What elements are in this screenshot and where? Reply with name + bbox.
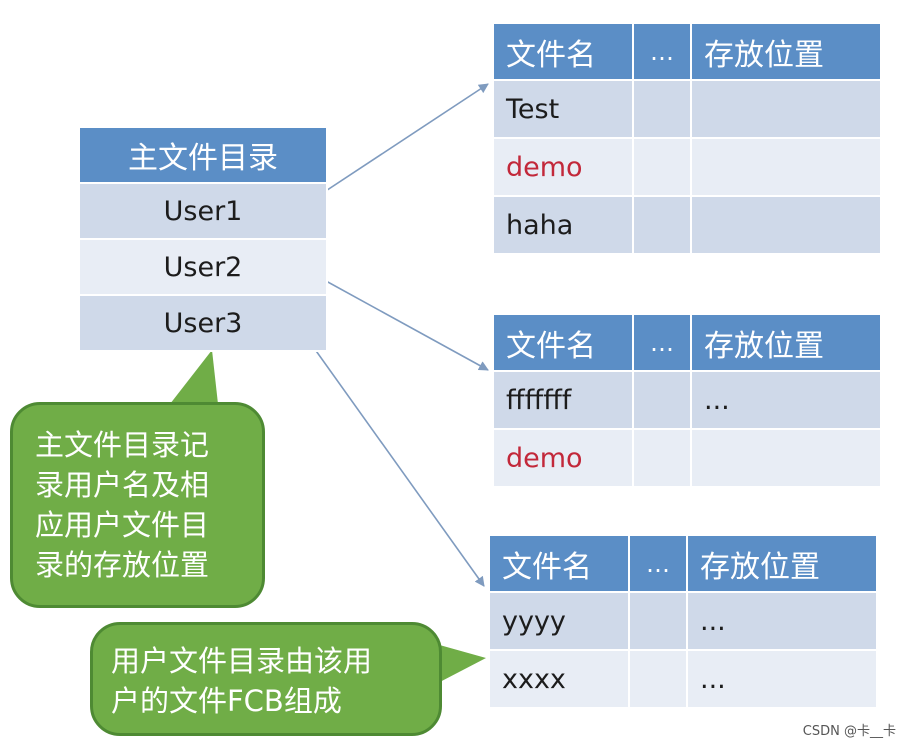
user2-header-ellipsis: … [632, 313, 692, 372]
user1-file-directory: 文件名 … 存放位置 Test demo haha [492, 22, 882, 255]
user3-header-ellipsis: … [628, 534, 688, 593]
user2-row2-location [690, 428, 882, 488]
master-file-directory: 主文件目录 User1 User2 User3 [78, 126, 328, 352]
user1-row2-location [690, 137, 882, 197]
user-directory-callout: 用户文件目录由该用 户的文件FCB组成 [90, 622, 442, 736]
user2-file-directory: 文件名 … 存放位置 fffffff ... demo [492, 313, 882, 488]
user1-header-location: 存放位置 [690, 22, 882, 81]
user3-row2-name: xxxx [488, 649, 630, 709]
callout-left-tail [170, 350, 218, 404]
user2-header-location: 存放位置 [690, 313, 882, 372]
user1-row1-mid [632, 79, 692, 139]
csdn-watermark: CSDN @卡__卡 [802, 724, 896, 739]
master-callout-line-2: 录用户名及相 [35, 468, 210, 502]
master-directory-row-user1: User1 [78, 182, 328, 240]
master-directory-callout: 主文件目录记 录用户名及相 应用户文件目 录的存放位置 [10, 402, 265, 608]
user3-row2-mid [628, 649, 688, 709]
master-directory-row-user3: User3 [78, 294, 328, 352]
user1-header-ellipsis: … [632, 22, 692, 81]
user3-header-location: 存放位置 [686, 534, 878, 593]
user1-row1-name: Test [492, 79, 634, 139]
user-callout-line-2: 户的文件FCB组成 [111, 684, 342, 718]
user2-row1-mid [632, 370, 692, 430]
user-callout-line-1: 用户文件目录由该用 [111, 644, 373, 678]
user3-row1-location: ... [686, 591, 878, 651]
user2-row2-name: demo [492, 428, 634, 488]
user3-row1-mid [628, 591, 688, 651]
user1-row1-location [690, 79, 882, 139]
user2-row1-name: fffffff [492, 370, 634, 430]
arrow-user2-to-directory [305, 269, 489, 371]
master-directory-row-user2: User2 [78, 238, 328, 296]
callout-bottom-tail [436, 644, 486, 684]
user3-row1-name: yyyy [488, 591, 630, 651]
arrow-user1-to-directory [305, 83, 489, 205]
master-callout-line-1: 主文件目录记 [35, 428, 210, 462]
user1-row2-mid [632, 137, 692, 197]
user1-row3-name: haha [492, 195, 634, 255]
user2-row2-mid [632, 428, 692, 488]
master-directory-header: 主文件目录 [78, 126, 328, 184]
arrow-user3-to-directory [303, 333, 485, 587]
user3-row2-location: ... [686, 649, 878, 709]
user1-row2-name: demo [492, 137, 634, 197]
user1-header-filename: 文件名 [492, 22, 634, 81]
master-callout-line-3: 应用户文件目 [35, 508, 210, 542]
user3-header-filename: 文件名 [488, 534, 630, 593]
user2-row1-location: ... [690, 370, 882, 430]
user1-row3-mid [632, 195, 692, 255]
master-callout-line-4: 录的存放位置 [35, 548, 210, 582]
user1-row3-location [690, 195, 882, 255]
user2-header-filename: 文件名 [492, 313, 634, 372]
user3-file-directory: 文件名 … 存放位置 yyyy ... xxxx ... [488, 534, 878, 709]
